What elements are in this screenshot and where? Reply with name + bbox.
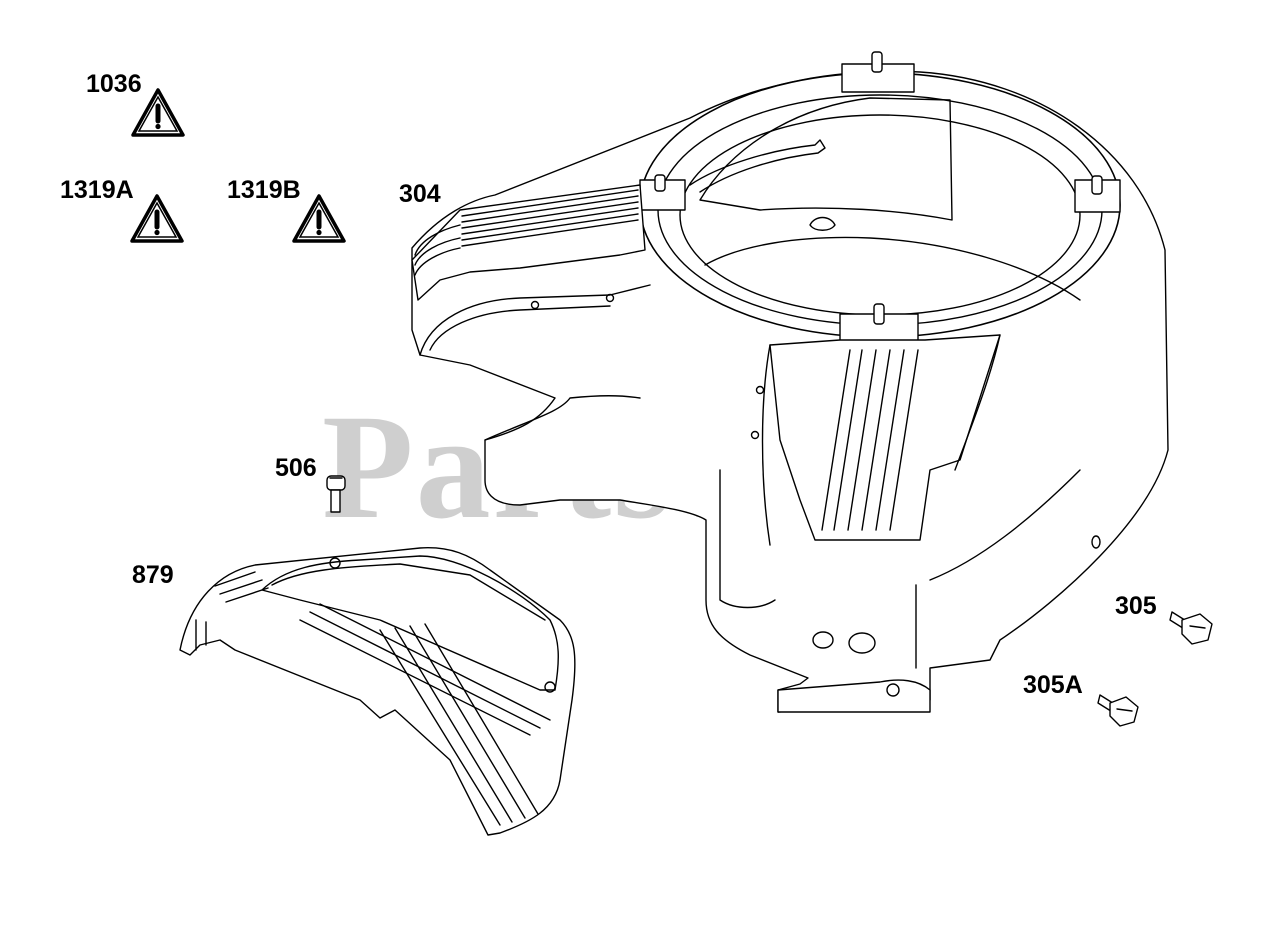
air-guide-879[interactable] xyxy=(179,547,576,836)
part-label-304[interactable]: 304 xyxy=(399,180,441,208)
blower-housing-304[interactable] xyxy=(411,51,1169,713)
part-label-879[interactable]: 879 xyxy=(132,561,174,589)
bolt-305a[interactable] xyxy=(1097,694,1139,727)
ring-tab-left xyxy=(639,174,686,211)
part-label-305[interactable]: 305 xyxy=(1115,592,1157,620)
part-label-1319a[interactable]: 1319A xyxy=(60,176,134,204)
part-label-1036[interactable]: 1036 xyxy=(86,70,142,98)
warning-triangle-icon xyxy=(131,88,185,137)
part-label-506[interactable]: 506 xyxy=(275,454,317,482)
screw-506[interactable] xyxy=(326,475,346,513)
ring-tab-right xyxy=(1074,175,1121,213)
part-label-305a[interactable]: 305A xyxy=(1023,671,1083,699)
part-label-1319b[interactable]: 1319B xyxy=(227,176,301,204)
warning-triangle-icon xyxy=(130,194,184,243)
ring-tab-top xyxy=(841,51,915,93)
warning-triangle-icon xyxy=(292,194,346,243)
bolt-305[interactable] xyxy=(1169,611,1213,645)
